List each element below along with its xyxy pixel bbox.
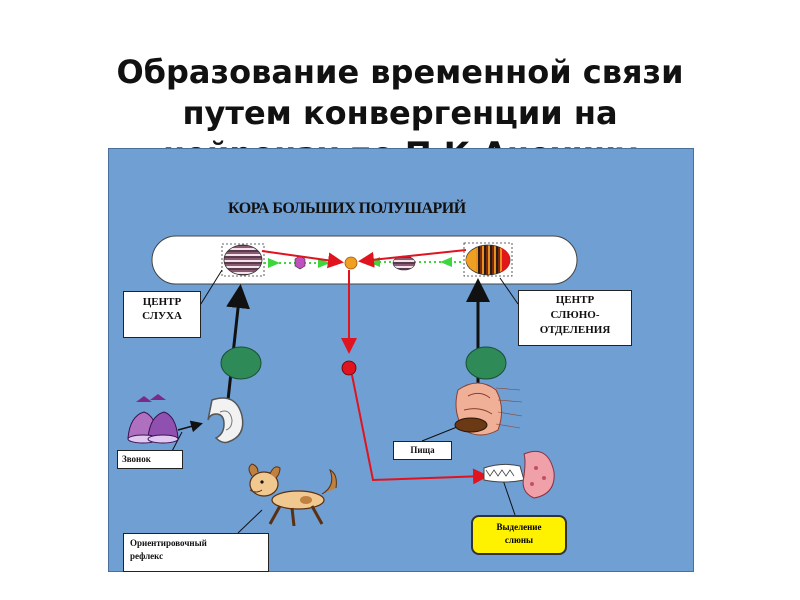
bell-label: Звонок <box>117 450 183 469</box>
bell-icon <box>127 394 203 444</box>
cortex-salivation-neuron <box>463 242 513 277</box>
food-icon <box>454 417 488 433</box>
ear-icon <box>207 397 244 444</box>
diagram-panel <box>108 148 694 572</box>
saliva-line2: слюны <box>504 535 534 545</box>
orient-connector <box>237 509 263 534</box>
dog-icon <box>248 463 337 527</box>
saliva-line1: Выделение <box>496 522 542 532</box>
green-arrow-right-1 <box>440 257 452 267</box>
red-subcortical-node <box>341 360 357 376</box>
red-path-to-salivary <box>351 374 489 485</box>
food-label: Пища <box>393 441 452 460</box>
green-arrow-left-1 <box>268 258 280 268</box>
interneuron-hexagon <box>294 255 306 270</box>
hearing-ganglion <box>220 346 262 380</box>
hearing-box-connector <box>198 269 223 308</box>
cortex-label: КОРА БОЛЬШИХ ПОЛУШАРИЙ <box>228 200 466 217</box>
title-line-1: Образование временной связи <box>116 53 684 91</box>
food-connector <box>421 424 463 442</box>
hearing-afferent-line <box>226 284 250 401</box>
saliva-connector <box>502 479 516 516</box>
salivary-gland-icon <box>483 450 555 499</box>
red-line-from-hearing <box>261 250 344 269</box>
salivation-center-line2: СЛЮНО- <box>550 309 600 321</box>
hearing-center-line1: ЦЕНТР <box>142 296 182 308</box>
salivation-center-line3: ОТДЕЛЕНИЯ <box>539 324 611 336</box>
hearing-center-line2: СЛУХА <box>142 310 182 322</box>
saliva-callout: Выделение слюны <box>471 515 567 555</box>
red-line-from-salivation <box>358 249 467 268</box>
slide-title: Образование временной связи путем конвер… <box>0 52 800 154</box>
taste-ganglion <box>465 346 507 380</box>
salivation-center-box: ЦЕНТР СЛЮНО- ОТДЕЛЕНИЯ <box>518 290 632 346</box>
hearing-center-box: ЦЕНТР СЛУХА <box>123 291 201 338</box>
orienting-line1: Ориентировочный <box>130 538 207 548</box>
orienting-reflex-label: Ориентировочный рефлекс <box>123 533 269 572</box>
convergence-neuron <box>344 256 358 270</box>
orienting-line2: рефлекс <box>130 551 164 561</box>
green-arrow-left-2 <box>318 258 330 268</box>
salivation-center-line1: ЦЕНТР <box>555 294 595 306</box>
salivation-box-connector <box>499 277 519 305</box>
title-line-2: путем конвергенции на <box>182 94 618 132</box>
cortex-hearing-neuron <box>221 243 265 277</box>
